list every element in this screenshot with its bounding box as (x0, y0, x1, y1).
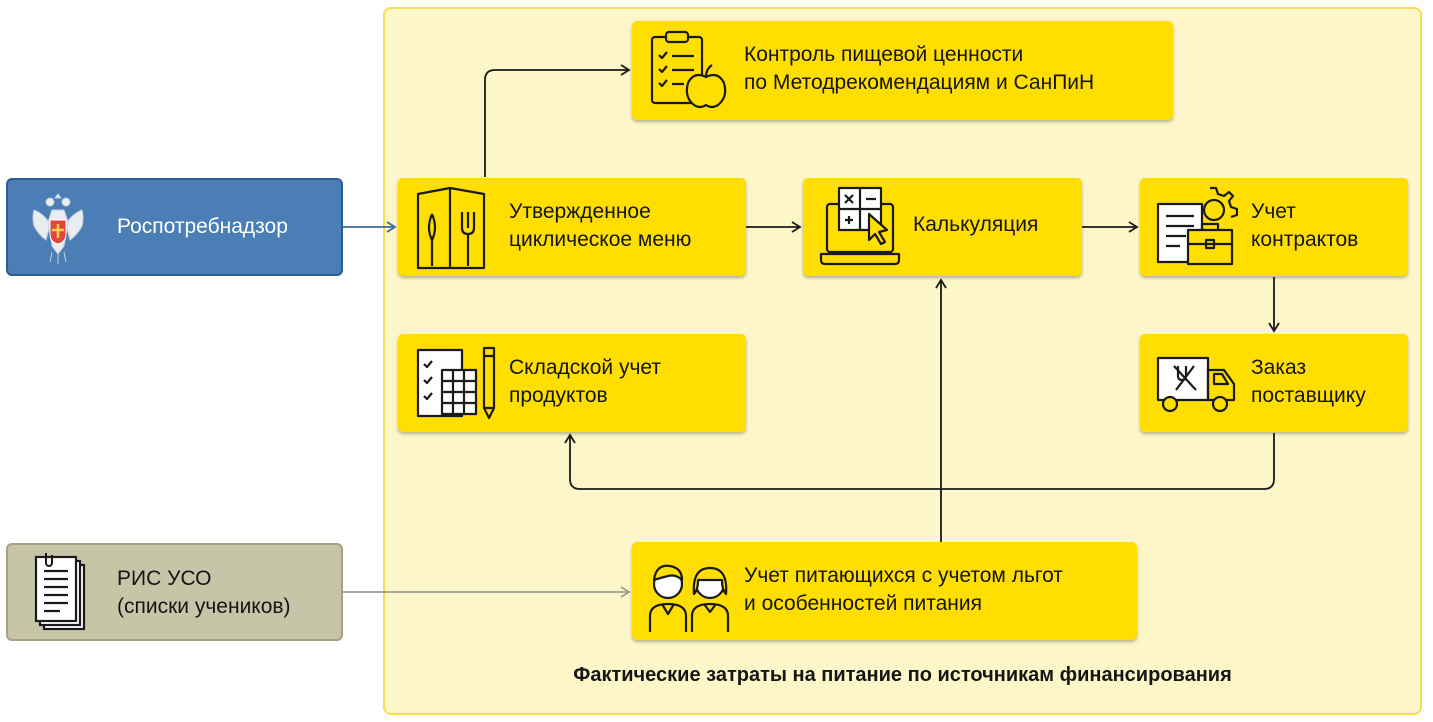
eagle-emblem-icon (32, 193, 84, 264)
node-skladskoy-uchet: Складской учет продуктов (398, 334, 746, 432)
node-utverzhdennoe-menu: Утвержденное циклическое меню (398, 178, 746, 276)
menu-line1: Утвержденное (509, 200, 651, 223)
node-kalkulyatsiya: Калькуляция (803, 178, 1082, 276)
diagram-caption: Фактические затраты на питание по источн… (573, 664, 1232, 686)
node-rospotrebnadzor: Роспотребнадзор (6, 178, 343, 276)
node-uchet-pitayushchikhsya: Учет питающихся с учетом льгот и особенн… (632, 542, 1137, 640)
zakaz-line1: Заказ (1251, 356, 1307, 379)
node-zakaz-postavshchiku: Заказ поставщику (1140, 334, 1408, 432)
ris-uso-line1: РИС УСО (117, 567, 212, 590)
documents-icon (34, 553, 86, 631)
contract-briefcase-icon (1156, 186, 1238, 266)
arrow-menu-to-kontrol (484, 64, 631, 177)
children-icon (648, 564, 730, 632)
menu-line2: циклическое меню (509, 228, 692, 251)
node-ris-uso: РИС УСО (списки учеников) (6, 543, 343, 641)
kontrol-line2: по Методрекомендациям и СанПиН (744, 71, 1095, 94)
laptop-calculator-icon (819, 186, 901, 266)
menu-cutlery-icon (416, 186, 486, 270)
kontrakty-line1: Учет (1251, 200, 1296, 223)
uchet-line1: Учет питающихся с учетом льгот (744, 564, 1063, 587)
sklad-line2: продуктов (509, 384, 608, 407)
sklad-line1: Складской учет (509, 356, 661, 379)
checklist-apple-icon (650, 30, 727, 109)
kontrol-line1: Контроль пищевой ценности (744, 43, 1024, 66)
warehouse-sheet-pencil-icon (416, 346, 496, 420)
kalkulyatsiya-label: Калькуляция (913, 213, 1039, 236)
uchet-line2: и особенностей питания (744, 592, 982, 615)
zakaz-line2: поставщику (1251, 384, 1366, 407)
arrow-zakaz-to-sklad (564, 433, 1275, 490)
ris-uso-line2: (списки учеников) (117, 595, 291, 618)
delivery-truck-icon (1156, 356, 1236, 413)
node-kontrol-pischevoy-tsennosti: Контроль пищевой ценности по Методрекоме… (632, 21, 1173, 120)
rospotrebnadzor-label: Роспотребнадзор (117, 215, 288, 238)
kontrakty-line2: контрактов (1251, 228, 1359, 251)
node-uchet-kontraktov: Учет контрактов (1140, 178, 1408, 276)
